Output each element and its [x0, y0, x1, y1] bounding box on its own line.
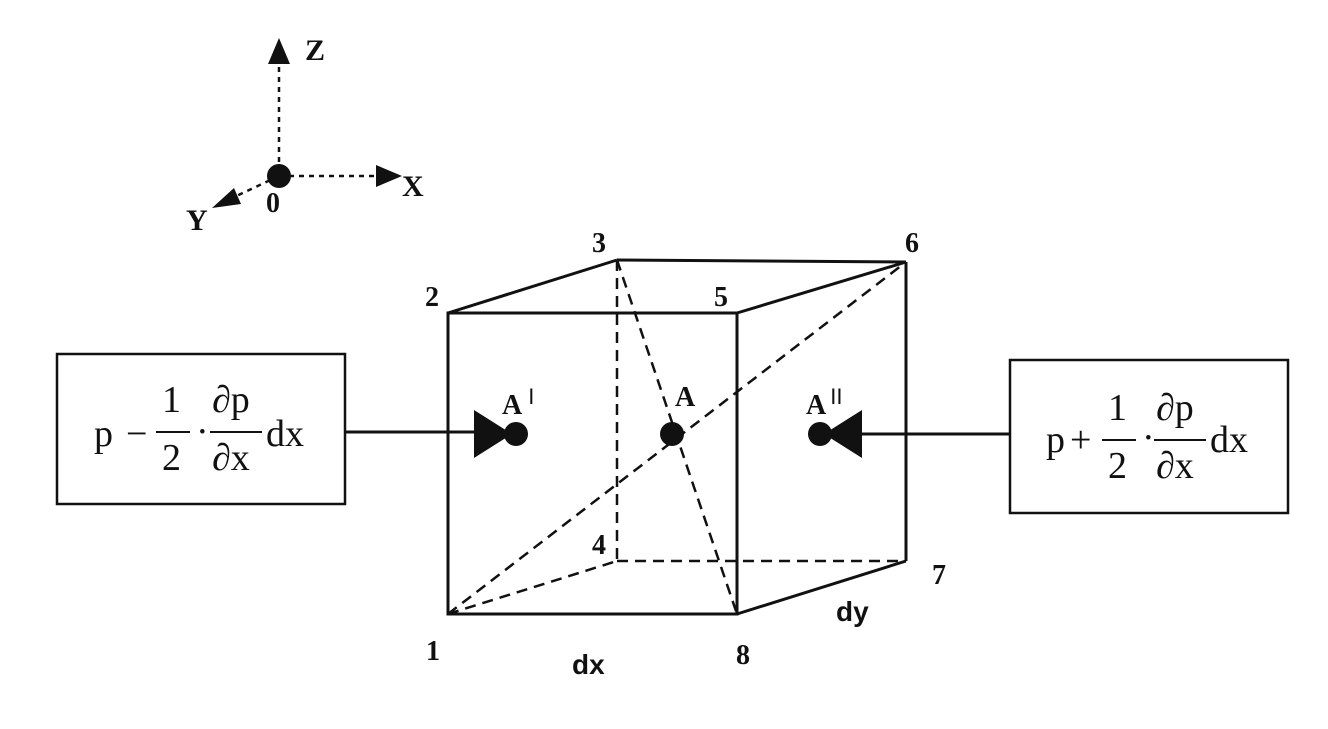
edge-3-6 — [616, 258, 907, 264]
left-arrow-head — [474, 410, 512, 458]
z-axis-label: Z — [305, 34, 325, 67]
left-formula-tail: dx — [266, 413, 304, 455]
coordinate-axes: Z X Y 0 — [186, 34, 424, 237]
dy-label: dy — [836, 596, 869, 627]
origin-dot — [267, 164, 291, 188]
vertex-label-1: 1 — [426, 636, 440, 667]
right-arrow-head — [824, 410, 862, 458]
point-a-label: A — [675, 382, 696, 413]
vertex-label-4: 4 — [592, 530, 606, 561]
left-formula-p: p — [94, 413, 113, 455]
point-a-dot — [660, 422, 684, 446]
y-axis-label: Y — [186, 204, 208, 237]
front-face — [446, 311, 739, 616]
left-formula-den1: 2 — [162, 437, 181, 479]
left-formula-num2: ∂p — [212, 379, 250, 421]
left-formula-dot: · — [196, 411, 209, 453]
right-formula-num2: ∂p — [1156, 387, 1194, 429]
right-formula-tail: dx — [1210, 419, 1248, 461]
vertex-label-5: 5 — [714, 282, 728, 313]
vertex-label-7: 7 — [932, 560, 946, 591]
x-axis-label: X — [402, 170, 424, 203]
y-arrow-head — [212, 188, 241, 208]
left-formula-border — [55, 352, 347, 506]
right-formula-dot: · — [1142, 417, 1155, 459]
edge-2-3 — [447, 258, 618, 315]
left-formula-den2: ∂x — [212, 437, 250, 479]
point-a-right-sup: II — [830, 384, 842, 409]
right-formula-den2: ∂x — [1156, 445, 1194, 487]
cube-visible-edges — [446, 258, 908, 616]
point-a-right-dot — [808, 422, 832, 446]
point-a-right-letter: A — [806, 390, 827, 421]
vertex-label-2: 2 — [425, 282, 439, 313]
edge-8-7 — [736, 559, 907, 616]
left-force-arrow — [345, 410, 512, 458]
dx-label: dx — [572, 649, 605, 680]
center-point: A — [660, 382, 696, 446]
left-formula-num1: 1 — [162, 379, 181, 421]
right-formula-den1: 2 — [1108, 445, 1127, 487]
right-formula-num1: 1 — [1108, 387, 1127, 429]
left-pressure-formula-box: p − 1 2 · ∂p ∂x dx — [55, 352, 347, 506]
vertex-label-8: 8 — [736, 640, 750, 671]
origin-label: 0 — [266, 188, 280, 219]
vertex-label-3: 3 — [592, 228, 606, 259]
right-formula-p: p — [1046, 419, 1065, 461]
point-a-left-sup: I — [528, 384, 534, 409]
right-pressure-formula-box: p + 1 2 · ∂p ∂x dx — [1008, 358, 1290, 515]
point-a-left-dot — [504, 422, 528, 446]
right-force-arrow — [824, 410, 1010, 458]
point-a-left-letter: A — [502, 390, 523, 421]
y-axis-line — [231, 174, 280, 200]
edge-1-4 — [447, 559, 618, 616]
left-formula-operator: − — [126, 413, 147, 455]
vertex-label-6: 6 — [905, 228, 919, 259]
z-arrow-head — [268, 38, 290, 64]
x-arrow-head — [376, 165, 402, 187]
right-formula-border — [1008, 358, 1290, 515]
vertex-labels: 1 2 3 4 5 6 7 8 — [425, 228, 946, 671]
edge-5-6 — [736, 260, 907, 315]
right-formula-operator: + — [1070, 419, 1091, 461]
